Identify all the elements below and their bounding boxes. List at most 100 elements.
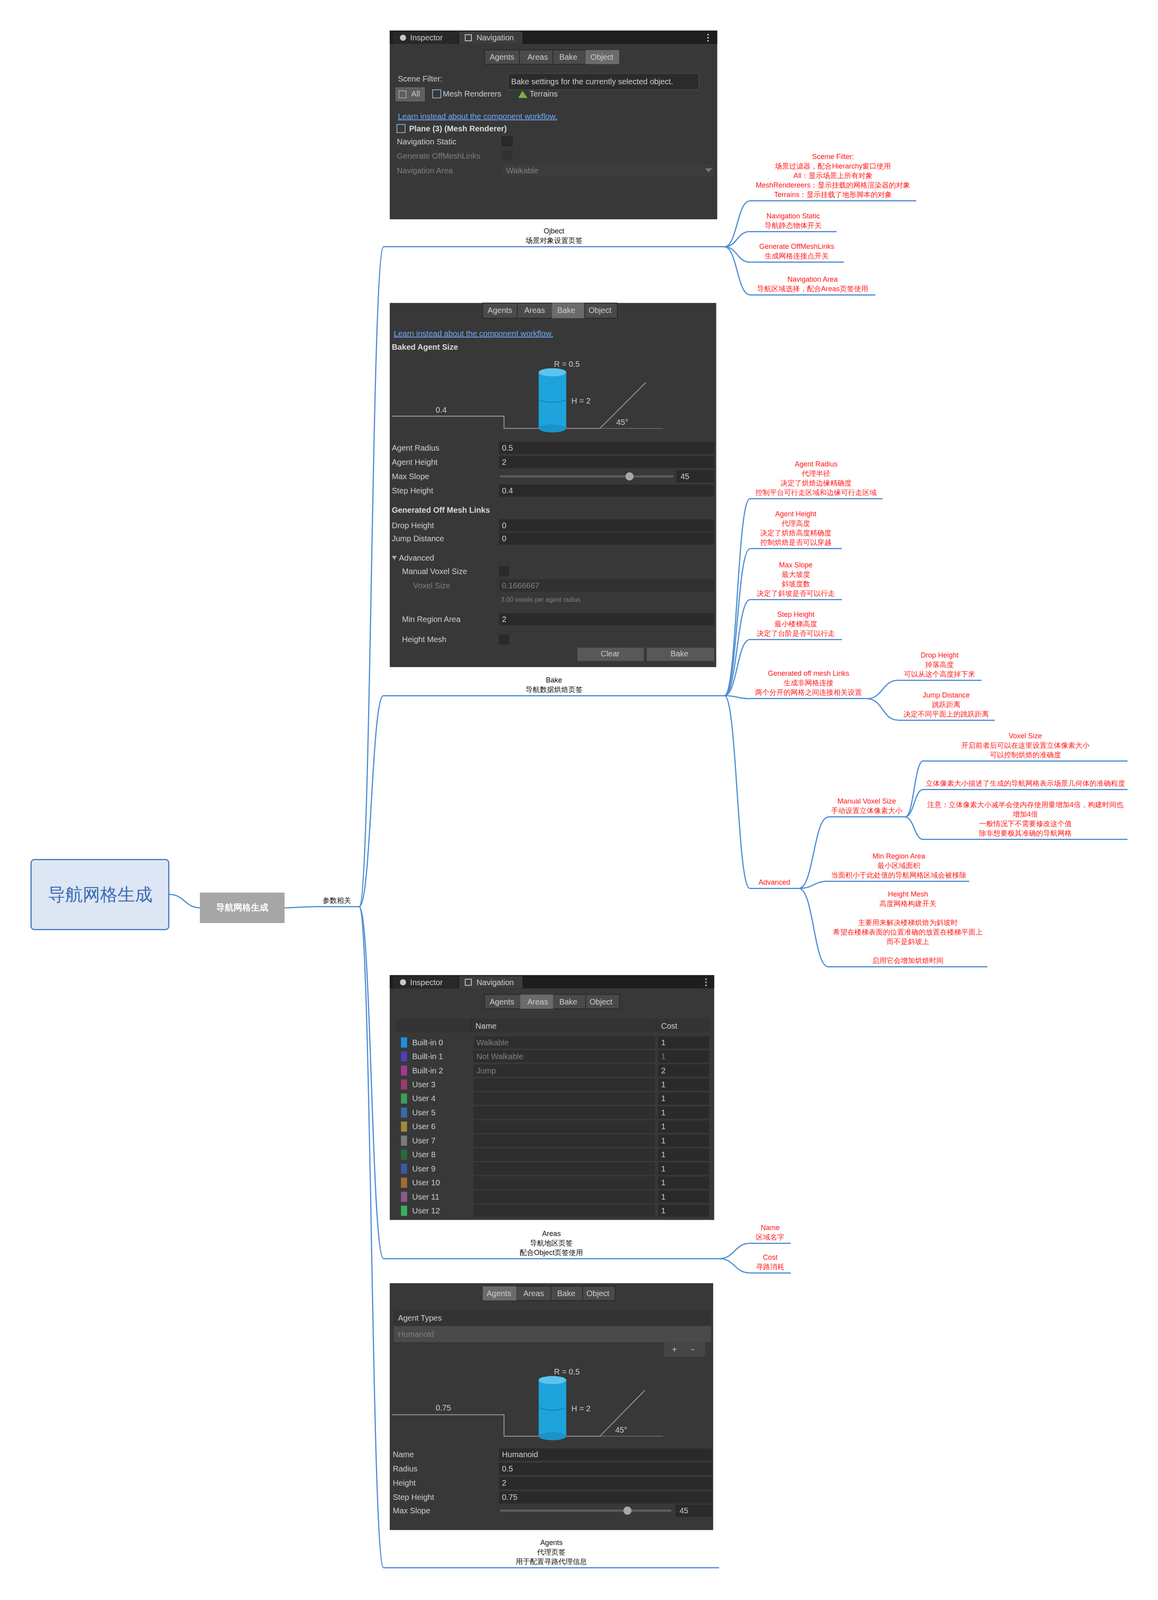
areas-screenshot (520, 994, 553, 1010)
ui-label: 0.75 (501, 1492, 518, 1503)
area-table-rows (658, 1205, 710, 1218)
branch-topic: Step Height最小楼梯高度决定了台阶是否可以行走 (749, 609, 842, 641)
object-screenshot (707, 36, 709, 39)
area-table-rows (658, 1064, 710, 1077)
bake-screenshot (599, 428, 664, 430)
object-screenshot (459, 31, 523, 44)
ui-label: 1 (661, 1051, 666, 1062)
area-table-rows (473, 1148, 655, 1162)
ui-label: Agents (489, 997, 515, 1007)
areas-screenshot (400, 979, 407, 986)
area-table-rows (473, 1190, 655, 1204)
areas-screenshot (484, 994, 620, 1010)
object-screenshot (707, 34, 709, 36)
ui-label: User 7 (412, 1136, 436, 1146)
object-screenshot (465, 34, 472, 41)
topic-text: Agents (385, 1538, 718, 1548)
area-table-rows (400, 1177, 407, 1189)
agents-screenshot (599, 1436, 664, 1438)
ui-label: Humanoid (501, 1450, 538, 1460)
bake-screenshot (516, 303, 518, 319)
topic-text: Navigation Area (751, 274, 874, 285)
ui-label: User 11 (412, 1192, 440, 1202)
bake-screenshot (577, 647, 644, 662)
ui-label: Agent Types (397, 1313, 442, 1324)
bake-screenshot (499, 441, 715, 454)
ui-label: Bake (559, 52, 578, 62)
agents-screenshot (389, 1283, 714, 1531)
area-table-rows (400, 1121, 407, 1133)
ui-label: Max Slope (392, 1506, 431, 1516)
topic-text: Jump Distance (899, 690, 994, 701)
agents-screenshot (391, 1390, 645, 1437)
bake-screenshot (499, 475, 674, 478)
area-table-rows (400, 1036, 710, 1217)
ui-label: User 10 (412, 1178, 441, 1188)
area-table-rows (658, 1134, 710, 1147)
topic-text: 高度网格构建开关 (829, 899, 986, 909)
ui-label: 2 (501, 1478, 507, 1489)
ui-label: R = 0.5 (554, 359, 580, 369)
topic-text: Step Height (751, 609, 841, 620)
topic-text: 斜坡度数 (751, 579, 841, 589)
ui-label: − (690, 1345, 696, 1355)
ui-label: 1 (661, 1192, 666, 1202)
branch-connector (905, 761, 924, 818)
topic-text: 导航网格生成 (47, 884, 153, 906)
topic-text: 代理半径 (751, 468, 881, 479)
ui-label: Inspector (410, 32, 443, 43)
ui-label: 1 (661, 1136, 666, 1146)
ui-label: Manual Voxel Size (402, 566, 468, 577)
topic-text: Voxel Size (924, 731, 1126, 741)
topic-text: 代理页签 (385, 1547, 718, 1558)
topic-text: 控制烘焙是否可以穿越 (751, 537, 841, 548)
topic-text: 参数相关 (315, 896, 358, 906)
branch-connector (724, 201, 750, 247)
object-screenshot (389, 30, 718, 44)
ui-label: 45 (679, 1506, 689, 1516)
ui-label: Bake (670, 649, 689, 659)
branch-topic: Navigation Area导航区域选择，配合Areas页签使用 (749, 274, 876, 296)
ui-label: 45 (680, 471, 690, 482)
topic-text: 最小区域面积 (829, 861, 968, 871)
ui-label: 2 (501, 457, 507, 467)
ui-label: 2 (661, 1066, 666, 1076)
ui-label: User 9 (412, 1164, 436, 1174)
topic-text: 跳跃距离 (899, 700, 994, 710)
topic-text: 决定了台阶是否可以行走 (751, 628, 841, 639)
branch-topic: Generated off mesh Links生成非网格连接两个分开的网格之间… (749, 668, 868, 700)
object-screenshot (707, 39, 709, 42)
branch-connector (358, 246, 384, 908)
bake-screenshot (391, 382, 646, 429)
bake-screenshot (538, 400, 567, 403)
topic-text: 当面积小于此处值的导航网格区域会被移除 (829, 870, 968, 881)
ui-label: Learn instead about the component workfl… (397, 111, 557, 122)
area-table-rows (400, 1163, 407, 1175)
ui-label: Learn instead about the component workfl… (393, 328, 553, 339)
topic-text: Min Region Area (829, 851, 968, 862)
object-screenshot (704, 168, 712, 173)
ui-label: 2 (501, 614, 507, 625)
branch-topic: 参数相关 (314, 896, 359, 908)
ui-label: User 4 (412, 1093, 436, 1104)
object-screenshot (552, 49, 554, 65)
branch-connector (724, 246, 750, 295)
ui-label: Agents (487, 305, 513, 316)
topic-text: 生成非网格连接 (751, 678, 866, 688)
object-screenshot (389, 30, 718, 220)
object-screenshot (518, 90, 528, 98)
ui-label: 1 (661, 1206, 666, 1216)
bake-screenshot (499, 613, 715, 626)
area-table-rows (658, 1036, 710, 1049)
branch-topic: Voxel Size开启前者后可以在这里设置立体像素大小可以控制烘焙的准确度 (923, 731, 1128, 762)
branch-connector (724, 499, 750, 697)
topic-text: 导航地区页签 (385, 1238, 718, 1249)
areas-screenshot (585, 994, 587, 1010)
branch-topic: 立体像素大小描述了生成的导航网格表示场景几何体的准确程度 (923, 778, 1128, 791)
ui-label: Bake (557, 1288, 576, 1299)
agents-screenshot (499, 1448, 713, 1462)
branch-topic: Jump Distance跳跃距离决定不同平面上的跳跃距离 (897, 690, 995, 722)
branch-topic: Generate OffMeshLinks生成网格连接点开关 (749, 241, 844, 263)
topic-text: Name (751, 1223, 790, 1233)
ui-label: Humanoid (397, 1329, 434, 1340)
